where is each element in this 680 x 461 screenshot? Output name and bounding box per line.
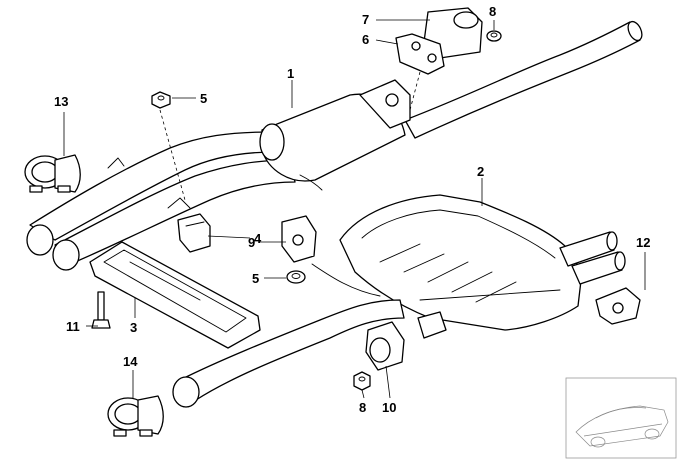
nut-top: [486, 30, 502, 42]
callout-11: 11: [66, 319, 80, 334]
rubber-bushing: [365, 321, 405, 371]
callout-labels: 1 2 3 4 5 5 6 7 8 8 9 10 11 12 13 14: [54, 4, 650, 415]
mounting-bracket: [177, 213, 211, 253]
callout-10: 10: [382, 400, 396, 415]
rear-hanger-bracket: [595, 287, 641, 325]
callout-13: 13: [54, 94, 68, 109]
bolt: [91, 291, 111, 329]
front-pipe-with-center-muffler: [26, 20, 643, 271]
heat-shield: [89, 241, 261, 349]
callout-5-upper: 5: [200, 91, 207, 106]
vehicle-thumbnail: [565, 377, 677, 459]
rubber-mount: [281, 215, 317, 263]
clamp-rear: [107, 395, 164, 437]
callout-8-bottom: 8: [359, 400, 366, 415]
intermediate-pipe: [172, 263, 405, 408]
callout-4: 4: [254, 231, 262, 246]
clamp-front: [24, 154, 81, 193]
callout-7: 7: [362, 12, 369, 27]
callout-2: 2: [477, 164, 484, 179]
rear-silencer: [339, 194, 626, 339]
callout-6: 6: [362, 32, 369, 47]
callout-14: 14: [123, 354, 138, 369]
callout-12: 12: [636, 235, 650, 250]
callout-1: 1: [287, 66, 294, 81]
callout-9: 9: [248, 235, 255, 250]
flange-gasket-group: [395, 7, 483, 111]
leader-lines: [63, 19, 646, 399]
callout-8-top: 8: [489, 4, 496, 19]
nut-bottom: [353, 371, 371, 391]
callout-3: 3: [130, 320, 137, 335]
nut-lower: [286, 270, 306, 284]
nut-upper-left: [151, 91, 186, 201]
callout-5-lower: 5: [252, 271, 259, 286]
